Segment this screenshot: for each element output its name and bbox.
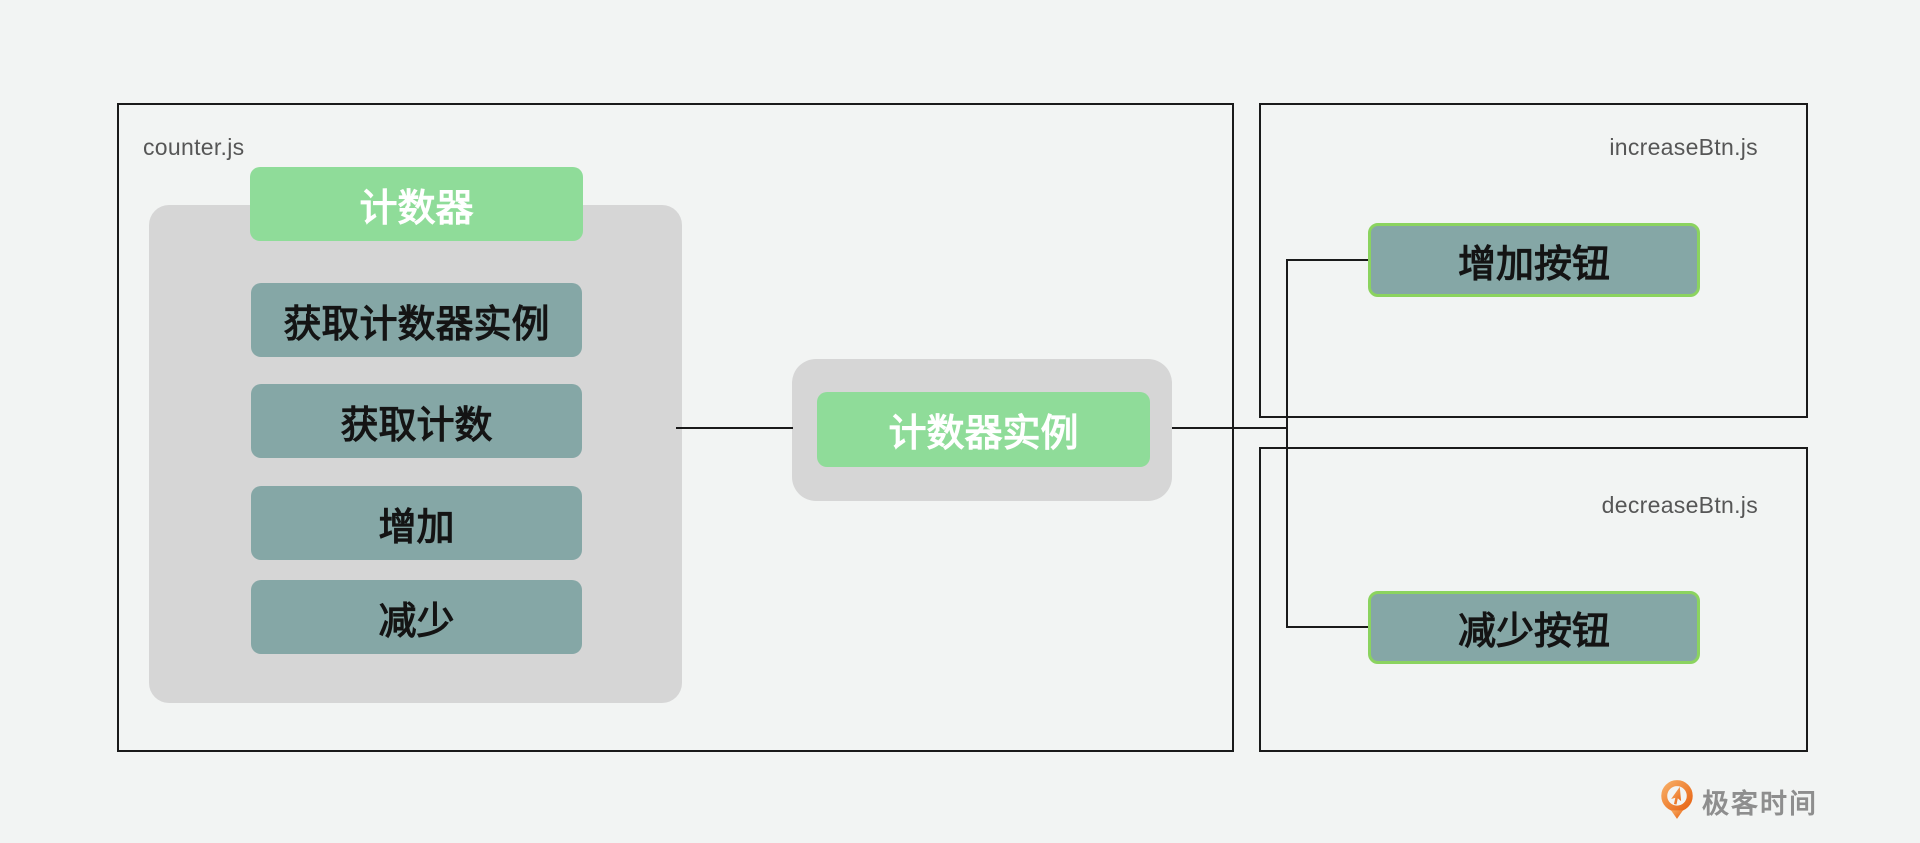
decrease-button-node: 减少按钮 (1368, 591, 1700, 664)
counter-file-label: counter.js (143, 134, 245, 160)
connector-class-to-instance (676, 427, 793, 429)
connector-to-increase-button (1288, 259, 1368, 261)
geektime-logo-icon (1661, 780, 1693, 819)
counter-class-title: 计数器 (250, 167, 583, 241)
method-increase: 增加 (251, 486, 582, 560)
brand-name: 极客时间 (1702, 788, 1818, 819)
increase-button-node: 增加按钮 (1368, 223, 1700, 297)
decrease-file-label: decreaseBtn.js (1601, 492, 1758, 518)
counter-instance-node: 计数器实例 (817, 392, 1150, 467)
connector-instance-to-trunk (1172, 427, 1288, 429)
decrease-module-box: decreaseBtn.js (1259, 447, 1808, 752)
method-get-count: 获取计数 (251, 384, 582, 458)
connector-trunk-line (1286, 259, 1288, 628)
brand-footer: 极客时间 (1660, 779, 1818, 823)
increase-file-label: increaseBtn.js (1609, 134, 1758, 160)
connector-to-decrease-button (1288, 626, 1368, 628)
method-get-counter-instance: 获取计数器实例 (251, 283, 582, 357)
increase-module-box: increaseBtn.js (1259, 103, 1808, 418)
method-decrease: 减少 (251, 580, 582, 654)
